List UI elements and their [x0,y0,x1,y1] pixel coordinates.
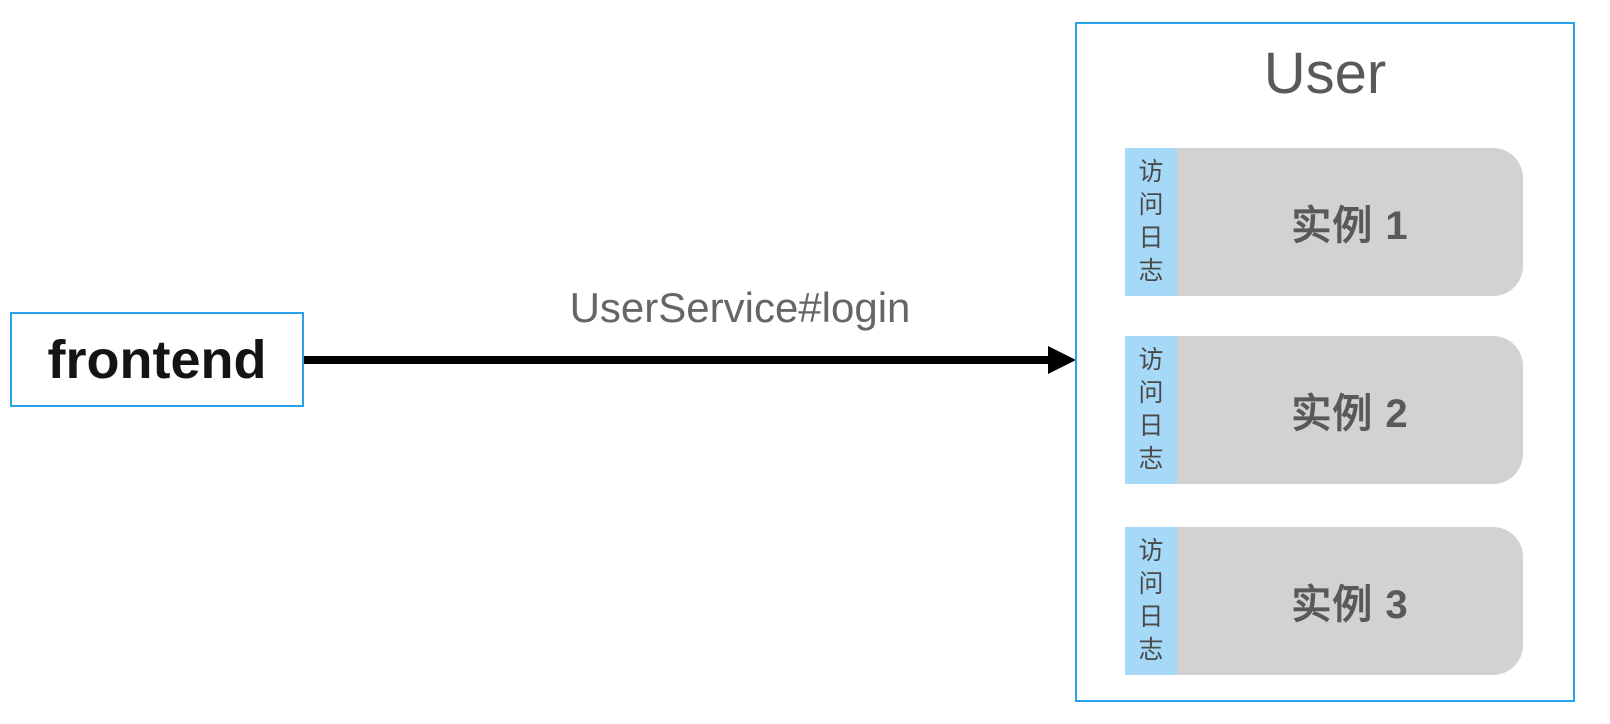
arrow-line [304,356,1050,364]
instance-node-1: 实例 1 [1177,148,1523,296]
user-group-title: User [1263,41,1387,106]
arrowhead-icon [1048,346,1076,374]
access-log-tab: 访问日志 [1125,336,1177,484]
frontend-node-label: frontend [47,329,267,390]
access-log-tab: 访问日志 [1125,527,1177,675]
instance-node-2: 实例 2 [1177,336,1523,484]
frontend-node: frontend [10,312,304,407]
user-group: User 访问日志 实例 1 访问日志 实例 2 访问日志 实例 3 [1075,22,1575,702]
instance-row-1: 访问日志 实例 1 [1125,148,1523,296]
access-log-tab: 访问日志 [1125,148,1177,296]
arrow-label: UserService#login [569,284,911,331]
instance-row-2: 访问日志 实例 2 [1125,336,1523,484]
instance-row-3: 访问日志 实例 3 [1125,527,1523,675]
instance-node-3: 实例 3 [1177,527,1523,675]
